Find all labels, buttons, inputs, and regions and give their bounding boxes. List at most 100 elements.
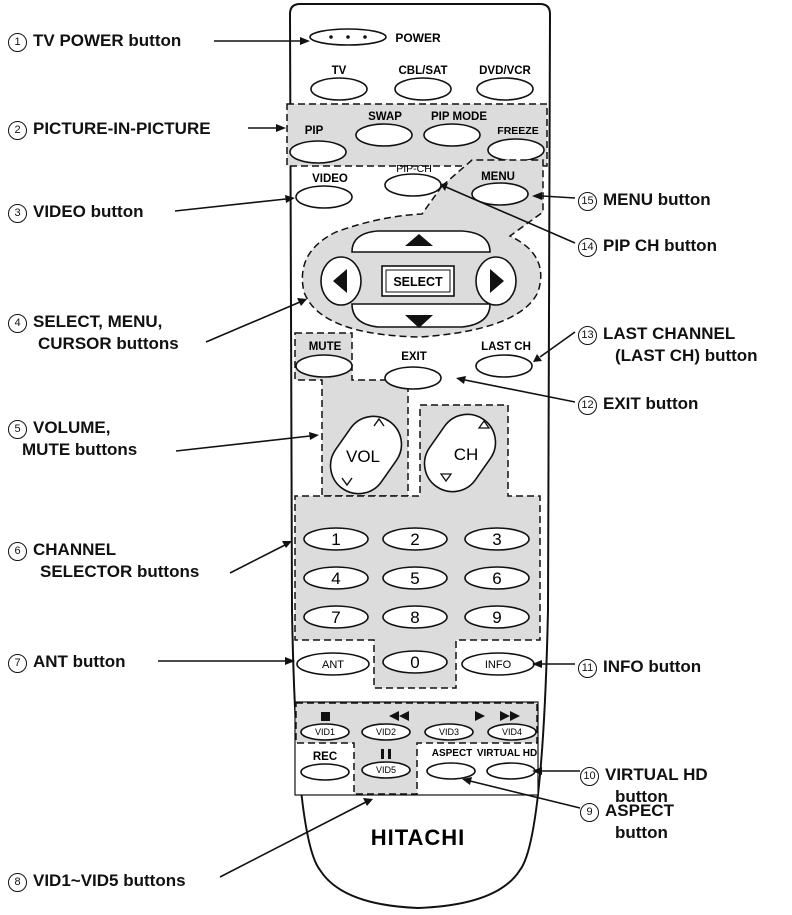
cbl-sat-button[interactable]: [394, 77, 452, 101]
exit-button[interactable]: [384, 366, 442, 390]
vid3-button[interactable]: [424, 723, 474, 741]
callout-number: 6: [8, 542, 27, 561]
vol-down-icon: [341, 477, 353, 487]
tv-button[interactable]: [310, 77, 368, 101]
menu-button[interactable]: [471, 182, 529, 206]
leader-line: [469, 780, 581, 809]
vid4-button[interactable]: [487, 723, 537, 741]
callout-number: 11: [578, 659, 597, 678]
callout-text: VOLUME,: [33, 418, 111, 437]
leader-line: [539, 331, 576, 358]
leader-line: [205, 301, 301, 343]
channel-rocker[interactable]: [414, 403, 507, 502]
play-icon: [475, 711, 485, 721]
callout-text: CHANNEL: [33, 540, 117, 559]
ant-button[interactable]: [296, 652, 370, 676]
digit-8-button[interactable]: [382, 605, 448, 629]
arrowhead-icon: [532, 660, 542, 668]
power-label: POWER: [395, 31, 441, 45]
digit-0-button[interactable]: [382, 650, 448, 674]
digit-3-label: 3: [492, 530, 501, 549]
virtual-hd-button[interactable]: [486, 762, 536, 780]
pip-mode-label: PIP MODE: [431, 111, 487, 123]
vid3-label: VID3: [439, 727, 459, 737]
select-button[interactable]: [381, 265, 455, 297]
callout-number: 3: [8, 204, 27, 223]
vid5-button[interactable]: [361, 761, 411, 779]
freeze-label: FREEZE: [497, 125, 538, 137]
digit-1-button[interactable]: [303, 527, 369, 551]
digit-4-label: 4: [331, 569, 340, 588]
callout-number: 7: [8, 654, 27, 673]
freeze-button[interactable]: [487, 138, 545, 162]
callout-text-line2: button: [615, 823, 668, 842]
arrowhead-icon: [532, 767, 542, 775]
callout-number: 12: [578, 396, 597, 415]
video-label: VIDEO: [312, 173, 348, 185]
callout-number: 13: [578, 326, 597, 345]
callout-number: 5: [8, 420, 27, 439]
rec-button[interactable]: [300, 763, 350, 781]
arrowhead-icon: [532, 192, 542, 200]
callout-text: VIDEO button: [33, 202, 144, 221]
arrowhead-icon: [276, 124, 286, 132]
vid2-button[interactable]: [361, 723, 411, 741]
video-button[interactable]: [295, 185, 353, 209]
mute-button[interactable]: [295, 354, 353, 378]
vid1-button[interactable]: [300, 723, 350, 741]
callout-text: PIP CH button: [603, 236, 717, 255]
dvd-vcr-button[interactable]: [476, 77, 534, 101]
digit-1-label: 1: [331, 530, 340, 549]
digit-3-button[interactable]: [464, 527, 530, 551]
last-ch-button[interactable]: [475, 354, 533, 378]
callout-text: VIRTUAL HD: [605, 765, 708, 784]
callout-text-line2: button: [615, 787, 668, 806]
callout-text-line2: SELECTOR buttons: [40, 562, 200, 581]
callout-6: 6 CHANNEL SELECTOR buttons: [8, 539, 199, 582]
callout-text: TV POWER button: [33, 31, 182, 50]
callout-number: 10: [580, 767, 599, 786]
pip-button[interactable]: [289, 140, 347, 164]
select-inner-frame: [385, 269, 451, 293]
right-arrow-icon: [490, 269, 504, 293]
ant-label: ANT: [322, 659, 344, 671]
callout-5: 5 VOLUME, MUTE buttons: [8, 417, 137, 460]
digit-7-button[interactable]: [303, 605, 369, 629]
power-dot-icon: [329, 35, 333, 39]
volume-rocker[interactable]: [320, 405, 413, 504]
pip-ch-button[interactable]: [384, 173, 442, 197]
tv-label: TV: [332, 65, 347, 77]
select-label: SELECT: [393, 275, 443, 289]
digit-6-button[interactable]: [464, 566, 530, 590]
cbl-sat-label: CBL/SAT: [399, 65, 448, 77]
digit-2-button[interactable]: [382, 527, 448, 551]
digit-4-button[interactable]: [303, 566, 369, 590]
dvd-vcr-label: DVD/VCR: [479, 65, 531, 77]
callout-number: 2: [8, 121, 27, 140]
aspect-button[interactable]: [426, 762, 476, 780]
ch-label: CH: [454, 445, 479, 464]
digit-5-button[interactable]: [382, 566, 448, 590]
leader-line: [445, 186, 576, 244]
vid-group: [295, 702, 538, 795]
swap-button[interactable]: [355, 123, 413, 147]
callout-text-line2: MUTE buttons: [22, 440, 138, 459]
digit-9-button[interactable]: [464, 605, 530, 629]
callout-text: LAST CHANNEL: [603, 324, 736, 343]
left-arrow-icon: [333, 269, 347, 293]
fast-forward-icon-half: [510, 711, 520, 721]
leader-line: [219, 801, 367, 878]
pip-mode-button[interactable]: [423, 123, 481, 147]
callout-3: 3 VIDEO button: [8, 201, 143, 223]
callout-number: 1: [8, 33, 27, 52]
arrowhead-icon: [285, 657, 295, 665]
arrowhead-icon: [285, 195, 295, 203]
